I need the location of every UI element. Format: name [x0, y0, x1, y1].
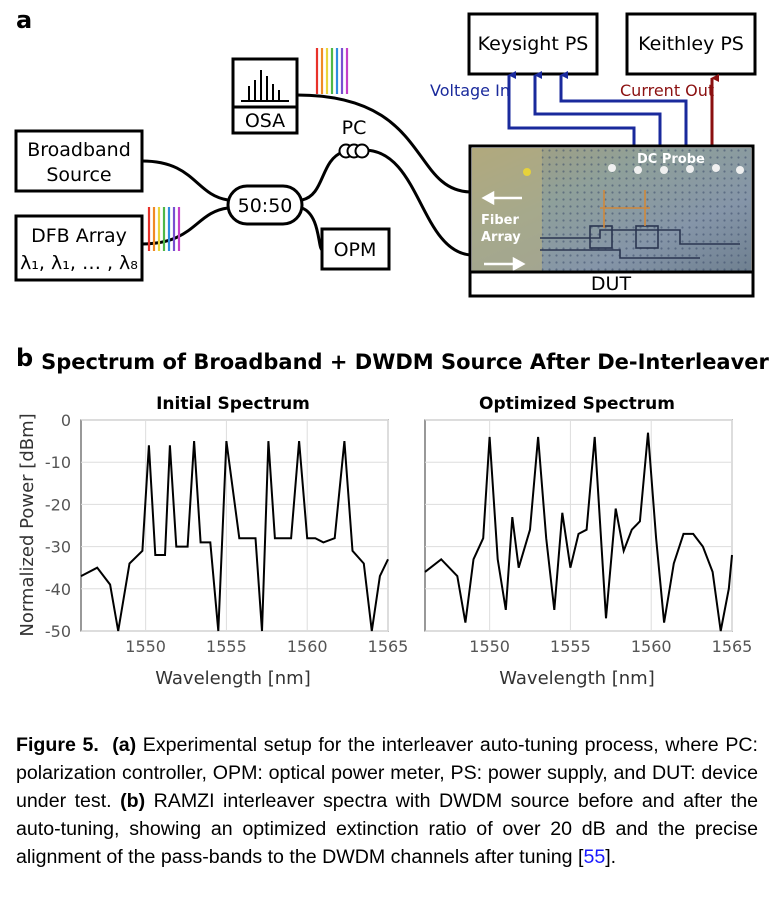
caption-end: ].	[605, 846, 617, 868]
panel-b-label: b	[16, 344, 33, 372]
y-tick-label: -10	[45, 453, 71, 472]
opm-label: OPM	[334, 239, 377, 261]
dut-label: DUT	[591, 273, 632, 295]
keithley-ps-block	[625, 12, 757, 76]
broadband-source-block	[14, 129, 144, 193]
fiber-arrows	[481, 190, 526, 272]
panel-b-title: Spectrum of Broadband + DWDM Source Afte…	[41, 350, 769, 374]
optimized-spectrum-title: Optimized Spectrum	[479, 394, 675, 414]
osa-spectrum-icon	[241, 70, 289, 102]
current-out-label: Current Out	[620, 81, 714, 100]
keysight-ps-block	[467, 12, 599, 76]
dfb-array-wavelengths: λ₁, λ₁, … , λ₈	[20, 252, 138, 274]
y-tick-label: -40	[45, 580, 71, 599]
caption-b-label: (b)	[120, 790, 146, 812]
x-tick-label: 1550	[469, 637, 510, 656]
caption-a-text: Experimental setup for the interleaver a…	[16, 734, 758, 812]
dfb-array-label: DFB Array	[31, 225, 127, 247]
optimized-spectrum-chart: Optimized Spectrum 1550 1555 1560 1565 Wave…	[424, 394, 753, 689]
x-tick-label: 1560	[287, 637, 328, 656]
initial-spectrum-title: Initial Spectrum	[156, 394, 310, 414]
y-tick-label: -50	[45, 622, 71, 641]
x-tick-label: 1565	[712, 637, 753, 656]
panel-a-label: a	[16, 6, 32, 34]
y-tick-label: -20	[45, 495, 71, 514]
keithley-ps-label: Keithley PS	[638, 33, 744, 55]
dc-probe-tips-icon	[523, 164, 744, 176]
voltage-wires	[507, 71, 688, 146]
y-axis-label: Normalized Power [dBm]	[17, 413, 38, 636]
broadband-source-label-line1: Broadband	[27, 139, 131, 161]
polarization-controller-icon	[338, 143, 370, 159]
dfb-spectrum-lines-icon	[147, 207, 181, 251]
x-tick-label: 1560	[631, 637, 672, 656]
citation-link[interactable]: 55	[583, 846, 606, 868]
pc-label: PC	[342, 117, 367, 139]
broadband-source-label-line2: Source	[46, 164, 111, 186]
chip-heaters	[600, 190, 650, 228]
dfb-array-block	[14, 214, 144, 282]
dc-probe-label: DC Probe	[637, 152, 705, 167]
fiber-array-label-line2: Array	[481, 230, 521, 245]
optimized-x-axis-label: Wavelength [nm]	[499, 668, 655, 689]
caption-a-label: (a)	[112, 734, 137, 756]
y-tick-label: -30	[45, 538, 71, 557]
panel-b: b Spectrum of Broadband + DWDM Source Af…	[16, 344, 770, 689]
caption-figure-label: Figure 5.	[16, 734, 99, 756]
figure-5: a Broadband Source DFB Array λ₁, λ₁, … ,…	[14, 6, 770, 689]
voltage-in-label: Voltage In	[430, 81, 510, 100]
x-tick-label: 1550	[125, 637, 166, 656]
chip-waveguides	[540, 225, 740, 259]
osa-spectrum-lines-icon	[315, 48, 349, 94]
osa-label: OSA	[245, 110, 285, 132]
splitter-block	[226, 184, 304, 226]
initial-spectrum-series	[80, 440, 389, 632]
keysight-ps-label: Keysight PS	[478, 33, 589, 55]
fiber-array-label-line1: Fiber	[481, 213, 519, 228]
x-tick-label: 1565	[368, 637, 409, 656]
osa-block	[231, 57, 299, 135]
opm-block	[320, 227, 391, 271]
initial-x-axis-label: Wavelength [nm]	[155, 668, 311, 689]
figure-caption: Figure 5. (a) Experimental setup for the…	[16, 731, 758, 871]
x-tick-label: 1555	[206, 637, 247, 656]
x-tick-label: 1555	[550, 637, 591, 656]
y-tick-label: 0	[61, 411, 71, 430]
caption-b-text: RAMZI interleaver spectra with DWDM sour…	[16, 790, 758, 868]
panel-a: a Broadband Source DFB Array λ₁, λ₁, … ,…	[14, 6, 757, 298]
splitter-label: 50:50	[238, 195, 293, 217]
fiber-links	[141, 93, 471, 257]
initial-spectrum-chart: Initial Spectrum 0 -10 -20 -30 -40 -50 1550 15…	[45, 394, 409, 689]
optimized-spectrum-series	[424, 432, 733, 632]
